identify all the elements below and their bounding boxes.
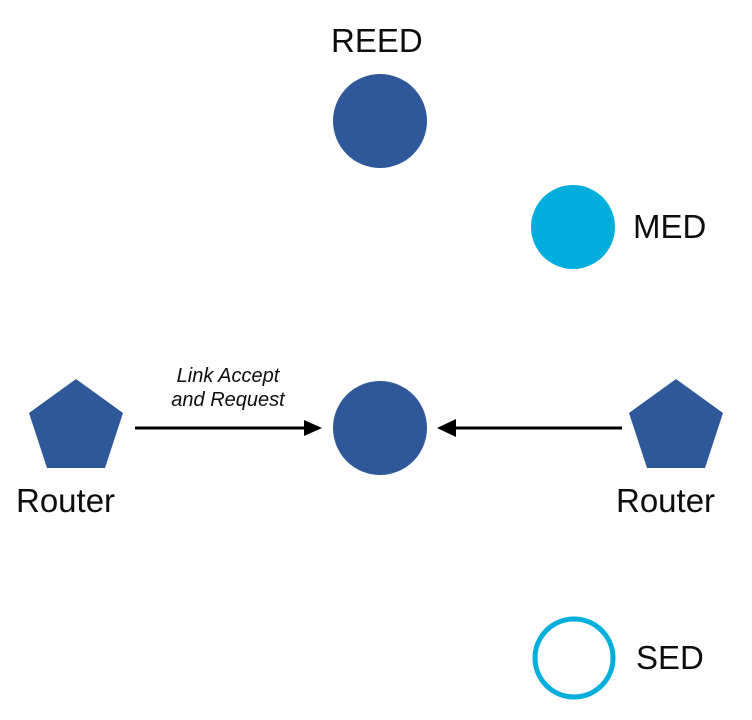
sed-node-shape[interactable] <box>532 616 616 700</box>
med-node-shape[interactable] <box>531 185 615 269</box>
router-right-shape[interactable] <box>626 374 726 474</box>
left-link-arrowhead <box>304 420 322 436</box>
pentagon-left <box>29 379 123 468</box>
right-link-arrow[interactable] <box>432 414 627 444</box>
left-link-label: Link Accept and Request <box>171 365 285 411</box>
sed-label: SED <box>636 639 704 676</box>
pentagon-right <box>629 379 723 468</box>
leader-circle <box>333 381 427 475</box>
router-right-label: Router <box>616 482 716 519</box>
router-left-label: Router <box>16 482 116 519</box>
med-label: MED <box>633 208 707 245</box>
med-circle <box>531 185 615 269</box>
leader-node-shape[interactable] <box>333 381 427 475</box>
reed-circle <box>333 74 427 168</box>
right-link-arrowhead <box>437 419 456 437</box>
sed-circle <box>532 616 616 700</box>
router-left-shape[interactable] <box>26 374 126 474</box>
reed-label: REED <box>331 22 423 59</box>
left-link-arrow[interactable] <box>130 414 330 444</box>
reed-node-shape[interactable] <box>333 74 427 168</box>
